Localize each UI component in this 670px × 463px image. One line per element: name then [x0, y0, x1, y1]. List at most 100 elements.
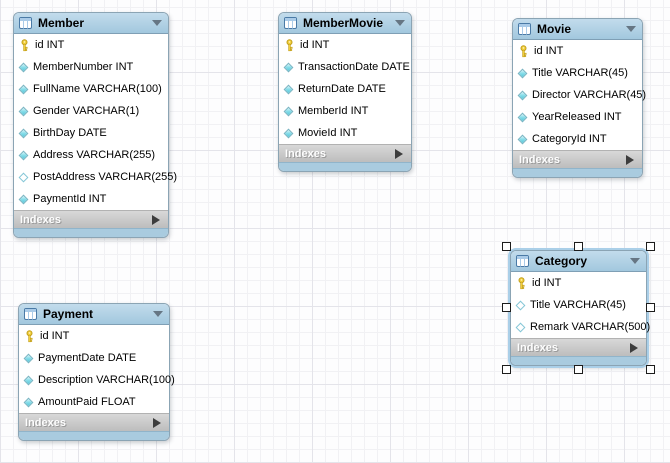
column-text: FullName VARCHAR(100) [33, 83, 162, 95]
collapse-arrow-icon[interactable] [152, 20, 162, 26]
column-row[interactable]: Address VARCHAR(255) [14, 144, 168, 166]
table-header[interactable]: Payment [19, 304, 169, 325]
column-row[interactable]: id INT [14, 34, 168, 56]
primary-key-icon [518, 44, 529, 58]
column-notnull-icon [23, 375, 34, 385]
table-title: Movie [537, 22, 572, 36]
table-header[interactable]: Category [511, 251, 646, 272]
indexes-label: Indexes [25, 416, 66, 429]
table-title: Category [535, 254, 588, 268]
column-notnull-icon [517, 68, 528, 78]
selection-handle-ne[interactable] [646, 242, 655, 251]
selection-handle-s[interactable] [573, 365, 583, 374]
column-nullable-icon [515, 322, 526, 332]
collapse-arrow-icon[interactable] [153, 311, 163, 317]
column-row[interactable]: PaymentDate DATE [19, 347, 169, 369]
indexes-label: Indexes [20, 213, 61, 226]
column-row[interactable]: ReturnDate DATE [279, 78, 411, 100]
column-row[interactable]: id INT [511, 272, 646, 294]
selection-handle-e[interactable] [646, 303, 655, 312]
column-row[interactable]: MovieId INT [279, 122, 411, 144]
selection-handle-se[interactable] [646, 365, 655, 374]
column-text: MovieId INT [298, 127, 358, 139]
column-row[interactable]: Director VARCHAR(45) [513, 84, 646, 106]
column-text: ReturnDate DATE [298, 83, 386, 95]
table-footer-bar [279, 162, 411, 171]
indexes-bar[interactable]: Indexes [14, 210, 168, 228]
indexes-label: Indexes [285, 147, 326, 160]
column-notnull-icon [18, 128, 29, 138]
expand-arrow-icon[interactable] [153, 417, 161, 428]
column-row[interactable]: id INT [19, 325, 169, 347]
column-notnull-icon [283, 128, 294, 138]
table-columns: id INT MemberNumber INT FullName VARCHAR(1… [14, 34, 177, 210]
column-notnull-icon [283, 106, 294, 116]
column-row[interactable]: PostAddress VARCHAR(255) [14, 166, 177, 188]
expand-arrow-icon[interactable] [626, 154, 634, 165]
column-row[interactable]: TransactionDate DATE [279, 56, 411, 78]
column-row[interactable]: Title VARCHAR(45) [513, 62, 642, 84]
column-notnull-icon [18, 106, 29, 116]
column-row[interactable]: id INT [513, 40, 642, 62]
indexes-label: Indexes [517, 341, 558, 354]
column-text: YearReleased INT [532, 111, 622, 123]
column-row[interactable]: FullName VARCHAR(100) [14, 78, 168, 100]
column-text: Remark VARCHAR(500) [530, 321, 651, 333]
table-icon [518, 23, 531, 35]
column-row[interactable]: BirthDay DATE [14, 122, 168, 144]
column-text: Title VARCHAR(45) [532, 67, 628, 79]
column-row[interactable]: id INT [279, 34, 411, 56]
column-text: BirthDay DATE [33, 127, 107, 139]
expand-arrow-icon[interactable] [630, 342, 638, 353]
column-notnull-icon [18, 84, 29, 94]
selection-handle-w[interactable] [502, 303, 511, 312]
table-category[interactable]: Category id INT Title VARCHAR(45) Remark VA… [502, 242, 655, 374]
indexes-label: Indexes [519, 153, 560, 166]
table-movie[interactable]: Movie id INT Title VARCHAR(45) Director VAR… [512, 18, 646, 178]
column-text: MemberId INT [298, 105, 369, 117]
collapse-arrow-icon[interactable] [626, 26, 636, 32]
column-row[interactable]: Gender VARCHAR(1) [14, 100, 168, 122]
column-row[interactable]: Remark VARCHAR(500) [511, 316, 650, 338]
column-row[interactable]: AmountPaid FLOAT [19, 391, 169, 413]
column-text: Title VARCHAR(45) [530, 299, 626, 311]
table-title: MemberMovie [303, 16, 384, 30]
selection-handle-n[interactable] [573, 242, 583, 251]
column-notnull-icon [18, 150, 29, 160]
column-row[interactable]: Title VARCHAR(45) [511, 294, 646, 316]
table-footer-bar [19, 431, 169, 440]
table-footer-bar [511, 356, 646, 365]
selection-handle-nw[interactable] [502, 242, 511, 251]
table-header[interactable]: Member [14, 13, 168, 34]
column-text: TransactionDate DATE [298, 61, 410, 73]
expand-arrow-icon[interactable] [152, 214, 160, 225]
column-row[interactable]: YearReleased INT [513, 106, 642, 128]
column-text: id INT [532, 277, 562, 289]
column-text: MemberNumber INT [33, 61, 134, 73]
collapse-arrow-icon[interactable] [395, 20, 405, 26]
column-row[interactable]: MemberId INT [279, 100, 411, 122]
column-row[interactable]: CategoryId INT [513, 128, 642, 150]
indexes-bar[interactable]: Indexes [513, 150, 642, 168]
table-header[interactable]: Movie [513, 19, 642, 40]
table-header[interactable]: MemberMovie [279, 13, 411, 34]
indexes-bar[interactable]: Indexes [19, 413, 169, 431]
selection-handle-sw[interactable] [502, 365, 511, 374]
expand-arrow-icon[interactable] [395, 148, 403, 159]
table-title: Payment [43, 307, 94, 321]
column-text: AmountPaid FLOAT [38, 396, 136, 408]
primary-key-icon [284, 38, 295, 52]
collapse-arrow-icon[interactable] [630, 258, 640, 264]
table-membermovie[interactable]: MemberMovie id INT TransactionDate DATE Ret… [278, 12, 412, 172]
column-row[interactable]: MemberNumber INT [14, 56, 168, 78]
column-row[interactable]: PaymentId INT [14, 188, 168, 210]
column-row[interactable]: Description VARCHAR(100) [19, 369, 175, 391]
indexes-bar[interactable]: Indexes [511, 338, 646, 356]
column-notnull-icon [18, 194, 29, 204]
table-icon [284, 17, 297, 29]
indexes-bar[interactable]: Indexes [279, 144, 411, 162]
